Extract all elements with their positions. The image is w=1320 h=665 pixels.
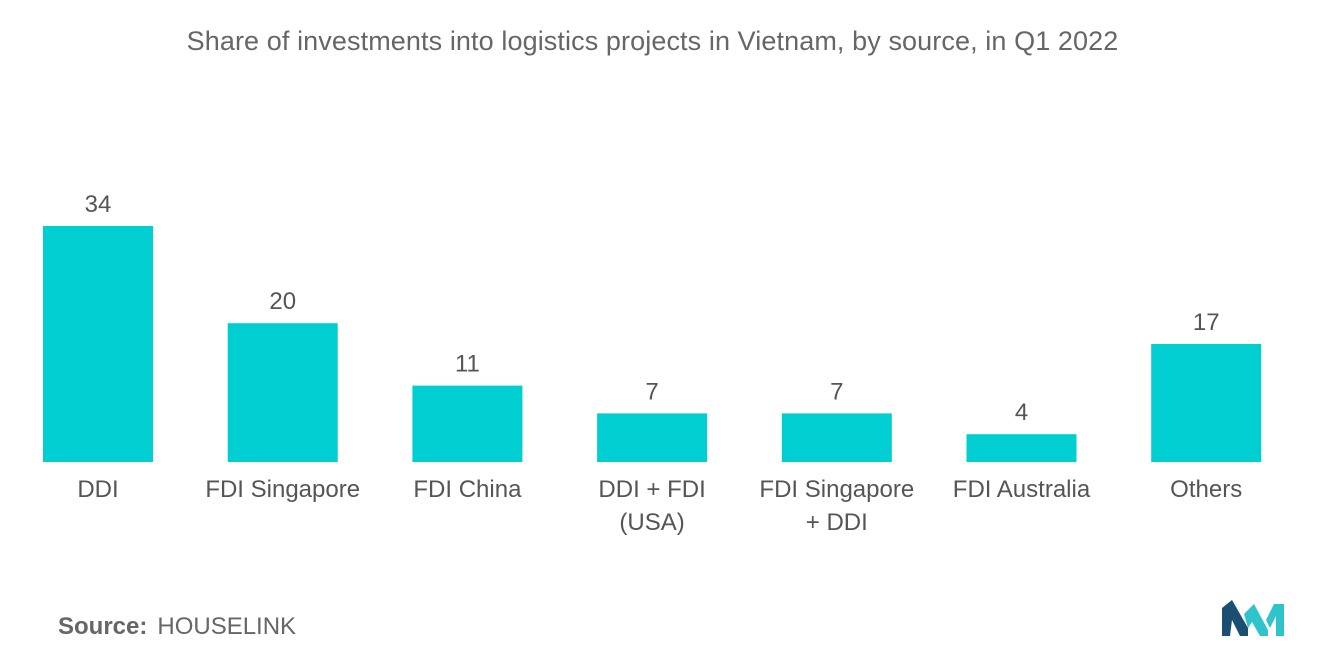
source-note: Source: HOUSELINK xyxy=(58,613,296,641)
category-label-line: FDI China xyxy=(413,476,522,503)
category-label-line: FDI Australia xyxy=(953,476,1091,503)
value-label-2: 11 xyxy=(455,351,480,378)
bar-6 xyxy=(1151,344,1262,462)
bar-3 xyxy=(597,413,708,462)
mordor-intelligence-logo-icon xyxy=(1222,600,1284,636)
source-value: HOUSELINK xyxy=(157,613,297,640)
logo-middle-shape xyxy=(1244,604,1268,636)
category-label-line: + DDI xyxy=(806,509,868,536)
category-label-line: FDI Singapore xyxy=(205,476,360,503)
category-label-line: (USA) xyxy=(619,509,684,536)
category-label-2: FDI China xyxy=(413,476,522,503)
value-label-5: 4 xyxy=(1015,399,1028,426)
category-label-5: FDI Australia xyxy=(953,476,1091,503)
category-label-line: Others xyxy=(1170,476,1242,503)
logo-right-shape xyxy=(1266,604,1284,636)
source-label: Source: xyxy=(58,613,148,640)
value-label-1: 20 xyxy=(269,288,296,315)
category-label-3: DDI + FDI (USA) xyxy=(598,476,705,536)
chart-title: Share of investments into logistics proj… xyxy=(186,26,1119,56)
bar-0 xyxy=(43,226,153,462)
category-label-1: FDI Singapore xyxy=(205,476,360,503)
bar-2 xyxy=(412,385,523,462)
value-label-3: 7 xyxy=(645,378,658,405)
value-label-6: 17 xyxy=(1193,309,1220,336)
value-label-0: 34 xyxy=(85,191,112,218)
category-label-line: DDI xyxy=(77,476,118,503)
category-label-0: DDI xyxy=(77,476,118,503)
category-label-4: FDI Singapore + DDI xyxy=(759,476,914,536)
bar-4 xyxy=(781,413,892,462)
logo-left-shape xyxy=(1222,600,1248,636)
category-label-6: Others xyxy=(1170,476,1242,503)
category-label-line: DDI + FDI xyxy=(598,476,705,503)
bar-1 xyxy=(227,323,338,462)
category-label-line: FDI Singapore xyxy=(759,476,914,503)
value-label-4: 7 xyxy=(830,378,843,405)
bar-5 xyxy=(966,434,1077,462)
